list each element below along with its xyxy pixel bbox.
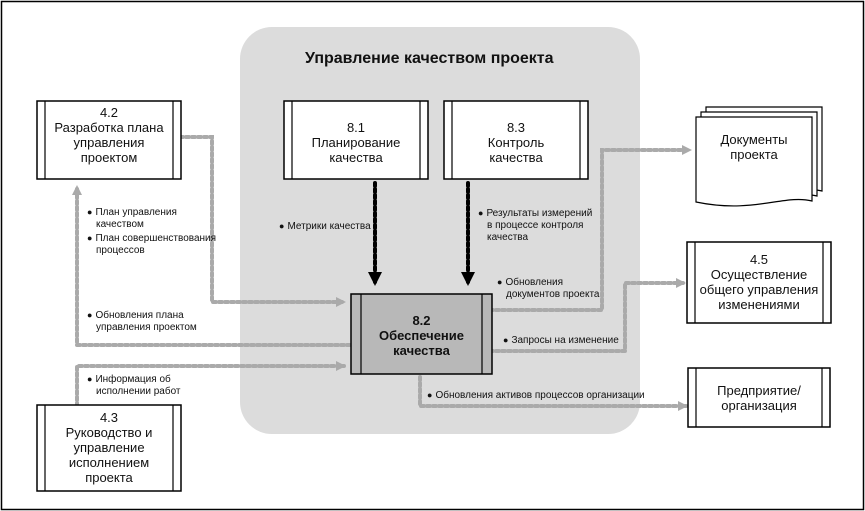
diagram-title: Управление качеством проекта bbox=[305, 50, 554, 67]
label-change-requests: ●Запросы на изменение bbox=[503, 335, 619, 346]
label-quality-plan: ●План управления качеством bbox=[87, 207, 177, 230]
label-control-results: ●Результаты измерений в процессе контрол… bbox=[478, 208, 593, 243]
box-8-2-text: 8.2 Обеспечение качества bbox=[378, 313, 465, 358]
flow-8-2-to-docs bbox=[488, 145, 692, 312]
enterprise-box bbox=[687, 367, 831, 428]
process-box-8-2 bbox=[350, 293, 493, 375]
flow-8-2-to-org bbox=[418, 375, 688, 411]
flow-8-2-to-4-2 bbox=[72, 185, 352, 347]
label-plan-updates: ●Обновления плана управления проектом bbox=[87, 310, 197, 333]
box-4-5-text: 4.5 Осуществление общего управления изме… bbox=[699, 252, 819, 312]
label-asset-updates: ●Обновления активов процессов организаци… bbox=[427, 390, 645, 401]
label-document-updates: ●Обновления документов проекта bbox=[497, 277, 600, 300]
process-box-4-5 bbox=[686, 241, 832, 324]
process-box-8-3 bbox=[443, 100, 589, 180]
box-8-1-text: 8.1 Планирование качества bbox=[311, 120, 401, 165]
enterprise-text: Предприятие/ организация bbox=[717, 383, 801, 413]
documents-icon bbox=[695, 106, 823, 207]
box-4-3-text: 4.3 Руководство и управление исполнением… bbox=[65, 410, 153, 485]
label-work-performance-info: ●Информация об исполнении работ bbox=[87, 374, 181, 397]
flow-4-2-to-8-2 bbox=[178, 135, 346, 307]
label-quality-metrics: ●Метрики качества bbox=[279, 221, 371, 232]
flow-8-2-to-4-5 bbox=[488, 278, 686, 353]
process-box-8-1 bbox=[283, 100, 429, 180]
box-8-3-text: 8.3 Контроль качества bbox=[487, 120, 545, 165]
label-process-improvement-plan: ●План совершенствования процессов bbox=[87, 233, 217, 256]
box-4-2-text: 4.2 Разработка плана управления проектом bbox=[54, 105, 164, 165]
documents-text: Документы проекта bbox=[720, 132, 788, 162]
process-box-4-3 bbox=[36, 404, 182, 492]
flow-4-3-to-8-2 bbox=[75, 361, 346, 408]
process-box-4-2 bbox=[36, 100, 182, 180]
